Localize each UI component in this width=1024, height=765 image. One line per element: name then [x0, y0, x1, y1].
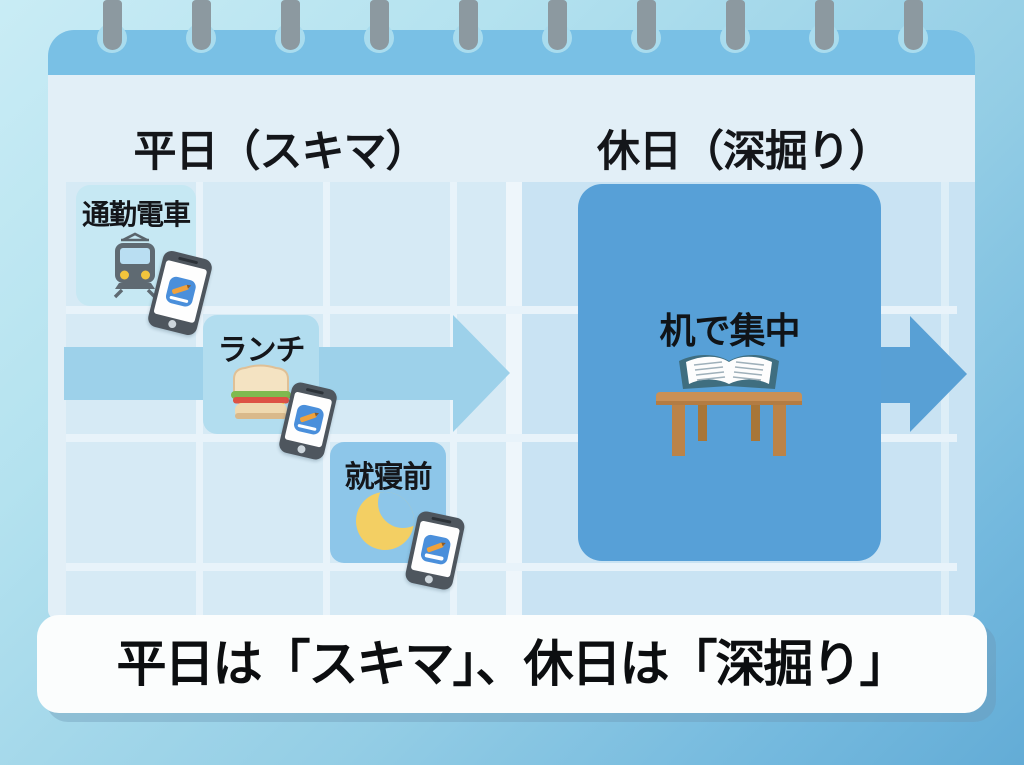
binder-ring	[720, 0, 750, 54]
app-bar	[168, 295, 189, 304]
binder-ring	[809, 0, 839, 54]
peg	[191, 0, 211, 50]
binder-ring	[186, 0, 216, 54]
sandwich-icon	[231, 364, 291, 419]
column-divider	[506, 182, 522, 620]
pencil-icon	[298, 412, 317, 423]
summary-banner: 平日は「スキマ」、休日は「深掘り」	[37, 615, 987, 713]
phone-home-button	[167, 319, 178, 329]
binder-ring	[97, 0, 127, 54]
binder-ring	[364, 0, 394, 54]
peg	[458, 0, 478, 50]
phone-home-button	[296, 444, 307, 455]
weekend-column-title: 休日（深掘り）	[597, 128, 892, 176]
app-bar	[296, 423, 317, 431]
desk-with-open-book-icon	[656, 354, 802, 456]
cell-before-bed: 就寝前	[330, 442, 446, 563]
peg	[903, 0, 923, 50]
weekday-column-title: 平日（スキマ）	[133, 128, 429, 176]
cell-commute-train-label: 通勤電車	[81, 199, 191, 230]
app-bar	[424, 552, 444, 561]
binder-ring	[898, 0, 928, 54]
weekend-focus-box: 机で集中	[578, 184, 881, 561]
focus-label: 机で集中	[659, 310, 800, 351]
grid-line	[941, 182, 949, 620]
summary-banner-text: 平日は「スキマ」、休日は「深掘り」	[116, 636, 910, 692]
phone-home-button	[424, 574, 434, 585]
peg	[547, 0, 567, 50]
cell-before-bed-label: 就寝前	[344, 461, 433, 494]
cell-lunch-label: ランチ	[217, 334, 306, 367]
weekend-flow-arrow	[868, 316, 967, 432]
binder-ring	[275, 0, 305, 54]
crescent-moon-icon	[356, 492, 414, 550]
binder-ring	[542, 0, 572, 54]
grid-line	[196, 182, 203, 620]
pencil-icon	[171, 284, 189, 295]
peg	[102, 0, 122, 50]
peg	[636, 0, 656, 50]
grid-line	[66, 434, 957, 442]
study-app-icon	[419, 533, 452, 566]
peg	[725, 0, 745, 50]
peg	[280, 0, 300, 50]
grid-line	[66, 563, 957, 571]
peg	[369, 0, 389, 50]
pencil-icon	[425, 541, 444, 553]
binder-ring	[453, 0, 483, 54]
binder-ring	[631, 0, 661, 54]
grid-line	[66, 306, 957, 314]
train-icon	[113, 232, 157, 299]
peg	[814, 0, 834, 50]
